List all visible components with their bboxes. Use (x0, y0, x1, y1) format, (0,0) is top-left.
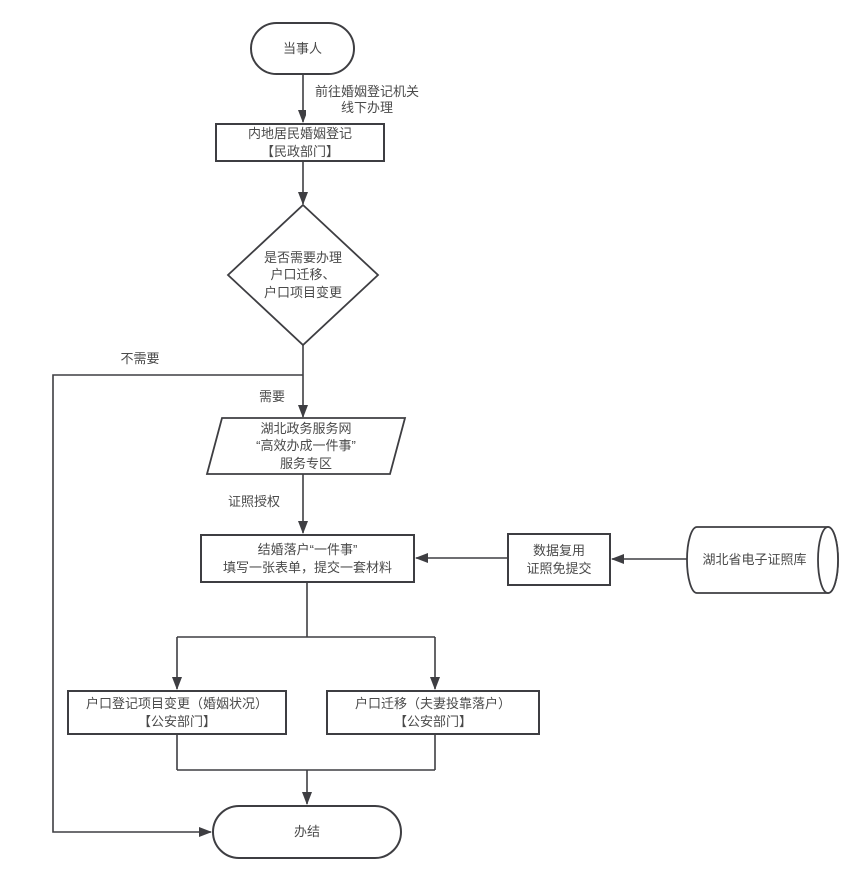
one-thing-node: 结婚落户“一件事” 填写一张表单，提交一套材料 (200, 534, 415, 583)
edge-label-offline: 前往婚姻登记机关 线下办理 (306, 84, 428, 116)
edge-no-branch-to-end (52, 374, 303, 837)
decision-diamond-shape (226, 203, 380, 347)
edge-label-no: 不需要 (108, 351, 172, 367)
database-cylinder-cap (817, 526, 839, 594)
decision-node-label: 是否需要办理 户口迁移、 户口项目变更 (263, 249, 342, 300)
end-node: 办结 (212, 805, 402, 859)
data-reuse-node: 数据复用 证照免提交 (507, 533, 611, 586)
portal-parallelogram-shape (205, 417, 407, 475)
portal-node-label: 湖北政务服务网 “高效办成一件事” 服务专区 (256, 420, 356, 471)
edge-label-yes: 需要 (249, 389, 295, 405)
license-db-node-label: 湖北省电子证照库 (702, 552, 807, 568)
start-node: 当事人 (250, 22, 355, 75)
marriage-registration-node: 内地居民婚姻登记 【民政部门】 (215, 123, 385, 162)
hukou-migration-node: 户口迁移（夫妻投靠落户） 【公安部门】 (326, 690, 540, 735)
edge-label-license-auth: 证照授权 (215, 494, 293, 510)
hukou-item-change-node: 户口登记项目变更（婚姻状况） 【公安部门】 (67, 690, 287, 735)
